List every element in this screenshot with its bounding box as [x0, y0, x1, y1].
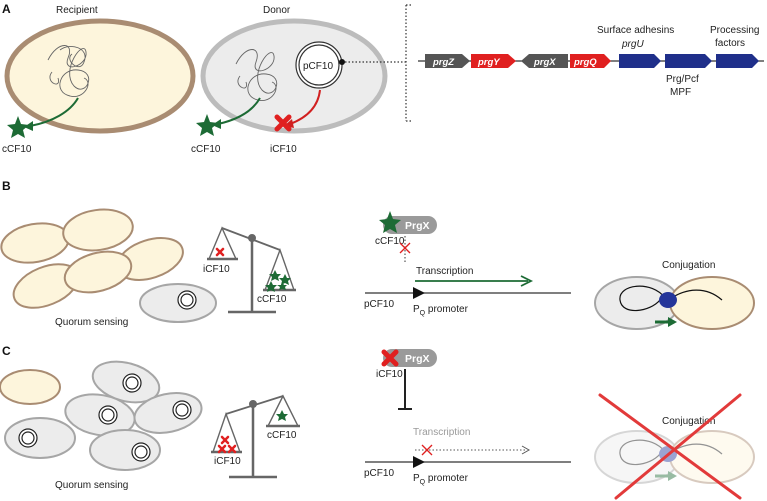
recipient-cell [4, 18, 196, 134]
gene-prgx-label: prgX [533, 57, 556, 68]
panel-c-prgx-label: PrgX [405, 353, 430, 365]
recipient-arrow [29, 97, 79, 127]
panel-c-conjugation-cells [594, 430, 755, 484]
recipient-pheromone-label: cCF10 [2, 144, 32, 155]
operon-genes [425, 54, 759, 68]
plasmid-locus [339, 59, 345, 65]
panel-b-promoter-label: PQ promoter [413, 304, 469, 317]
panel-b-bound-label: cCF10 [375, 236, 405, 247]
panel-b-transcription-label: Transcription [416, 266, 473, 277]
donor-star-icon [196, 114, 218, 136]
panel-c-no-conjugation-cross-icon [598, 393, 742, 500]
recipient-star-icon [7, 116, 29, 138]
panel-c-recipient-cell [0, 369, 61, 405]
panel-c-promoter-label: PQ promoter [413, 473, 469, 486]
panel-b-quorum-label: Quorum sensing [55, 317, 128, 328]
panel-b-ccf10-label: cCF10 [257, 294, 287, 305]
panel-c-balance [211, 394, 300, 479]
gene-processing [716, 54, 759, 68]
prgu-label: prgU [621, 39, 644, 50]
donor-cell [200, 18, 388, 134]
panel-c-quorum-label: Quorum sensing [55, 480, 128, 491]
bracket [405, 4, 411, 122]
gene-mpf [665, 54, 712, 68]
panel-b-transfer-arrowhead [668, 317, 677, 327]
panel-c-label: C [2, 344, 11, 358]
surface-adhesins-label: Surface adhesins [597, 25, 674, 36]
gene-prgz [425, 54, 470, 68]
donor-label: Donor [263, 5, 291, 16]
panel-b-conjugation-cells [594, 276, 755, 330]
inhibitor-label: iCF10 [270, 144, 297, 155]
panel-b-icf10-label: iCF10 [203, 264, 230, 275]
recipient-chromosome [47, 45, 89, 97]
panel-b-promoter-icon [413, 287, 425, 299]
gene-prgx [521, 54, 568, 68]
panel-c-balance-pheromone-icon [276, 410, 288, 421]
panel-c-promoter-icon [413, 456, 425, 468]
panel-b-conjugation-label: Conjugation [662, 260, 715, 271]
panel-b-blocked-icon [399, 242, 411, 254]
panel-c-plasmids [18, 373, 192, 462]
panel-c-ccf10-label: cCF10 [267, 430, 297, 441]
processing-label-2: factors [715, 38, 745, 49]
panel-b-prgx-label: PrgX [405, 220, 430, 232]
gene-prgu [619, 54, 661, 68]
panel-c-balance-inhibitor-icons [217, 435, 237, 454]
mpf-label-1: Prg/Pcf [666, 74, 699, 85]
panel-c-bound-label: iCF10 [376, 369, 403, 380]
panel-c-icf10-label: iCF10 [214, 456, 241, 467]
panel-c-bound-inhibitor-icon [381, 349, 399, 367]
donor-pheromone-label: cCF10 [191, 144, 221, 155]
gene-prgq-label: prgQ [573, 57, 597, 68]
panel-c-prgx [381, 349, 437, 367]
panel-b-balance-pheromone-icons [265, 270, 291, 292]
gene-prgy [471, 54, 516, 68]
gene-prgq [570, 54, 611, 68]
panel-b-label: B [2, 179, 11, 193]
panel-b-balance-inhibitor-icon [215, 247, 225, 257]
recipient-arrowhead [24, 121, 33, 131]
mpf-label-2: MPF [670, 87, 691, 98]
panel-c-conjugation-label: Conjugation [662, 416, 715, 427]
processing-label-1: Processing [710, 25, 759, 36]
panel-b-bound-pheromone-icon [379, 211, 401, 233]
panel-b-donor-cell [139, 283, 217, 323]
panel-b-transcription-arrowhead [520, 275, 534, 287]
donor-red-arrow [289, 89, 321, 125]
donor-green-arrow [217, 97, 261, 125]
panel-c-blocked-icon [421, 444, 433, 456]
panel-b-cell-population [0, 208, 184, 309]
plasmid-inner [298, 44, 340, 86]
plasmid-label: pCF10 [303, 61, 333, 72]
panel-b-pcf10-label: pCF10 [364, 299, 394, 310]
panel-a-label: A [2, 2, 11, 16]
panel-c-transcription-arrowhead [521, 445, 531, 455]
gene-prgz-label: prgZ [432, 57, 455, 68]
gene-prgy-label: prgY [477, 57, 501, 68]
panel-b-prgx [379, 211, 437, 234]
panel-c-transcription-label: Transcription [413, 427, 470, 438]
panel-c-pcf10-label: pCF10 [364, 468, 394, 479]
inhibitor-x-icon [274, 114, 292, 132]
recipient-label: Recipient [56, 5, 98, 16]
